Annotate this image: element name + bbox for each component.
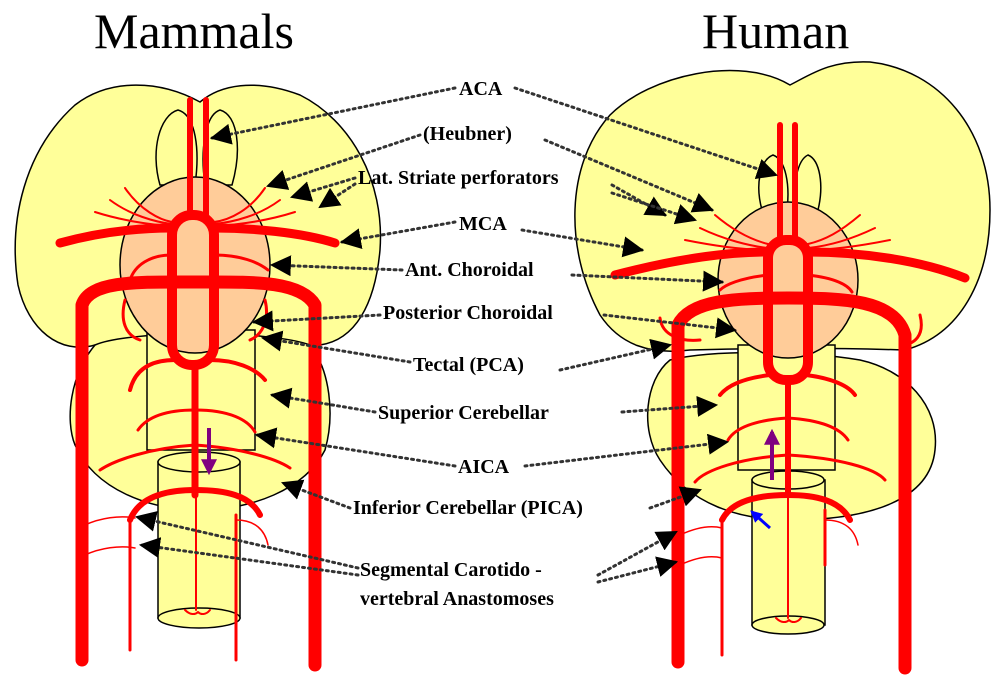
human-brain-diagram (574, 61, 991, 675)
label-sup-cerebellar: Superior Cerebellar (378, 402, 549, 424)
leader-lines (134, 86, 778, 584)
label-heubner: (Heubner) (423, 123, 512, 145)
label-aca: ACA (459, 78, 503, 100)
mammal-olfactory-bulb-left (155, 109, 198, 186)
label-tectal: Tectal (PCA) (413, 354, 524, 376)
label-segmental-line2: vertebral Anastomoses (360, 588, 554, 610)
human-arteries (610, 122, 970, 675)
label-aica: AICA (458, 456, 510, 478)
label-segmental-line1: Segmental Carotido - (360, 559, 542, 581)
label-ant-choroidal: Ant. Choroidal (405, 259, 534, 281)
title-mammals: Mammals (94, 3, 294, 59)
mammal-brain-diagram (14, 84, 382, 672)
label-mca: MCA (459, 213, 507, 235)
mammal-spinal-cord (157, 461, 241, 619)
label-post-choroidal: Posterior Choroidal (383, 302, 553, 324)
human-pica-flow-arrow (750, 510, 771, 530)
labels: ACA (Heubner) Lat. Striate perforators M… (353, 78, 583, 610)
label-lat-striate: Lat. Striate perforators (358, 167, 559, 189)
title-human: Human (702, 3, 849, 59)
titles: Mammals Human (94, 3, 849, 59)
label-inf-cerebellar: Inferior Cerebellar (PICA) (353, 497, 583, 519)
